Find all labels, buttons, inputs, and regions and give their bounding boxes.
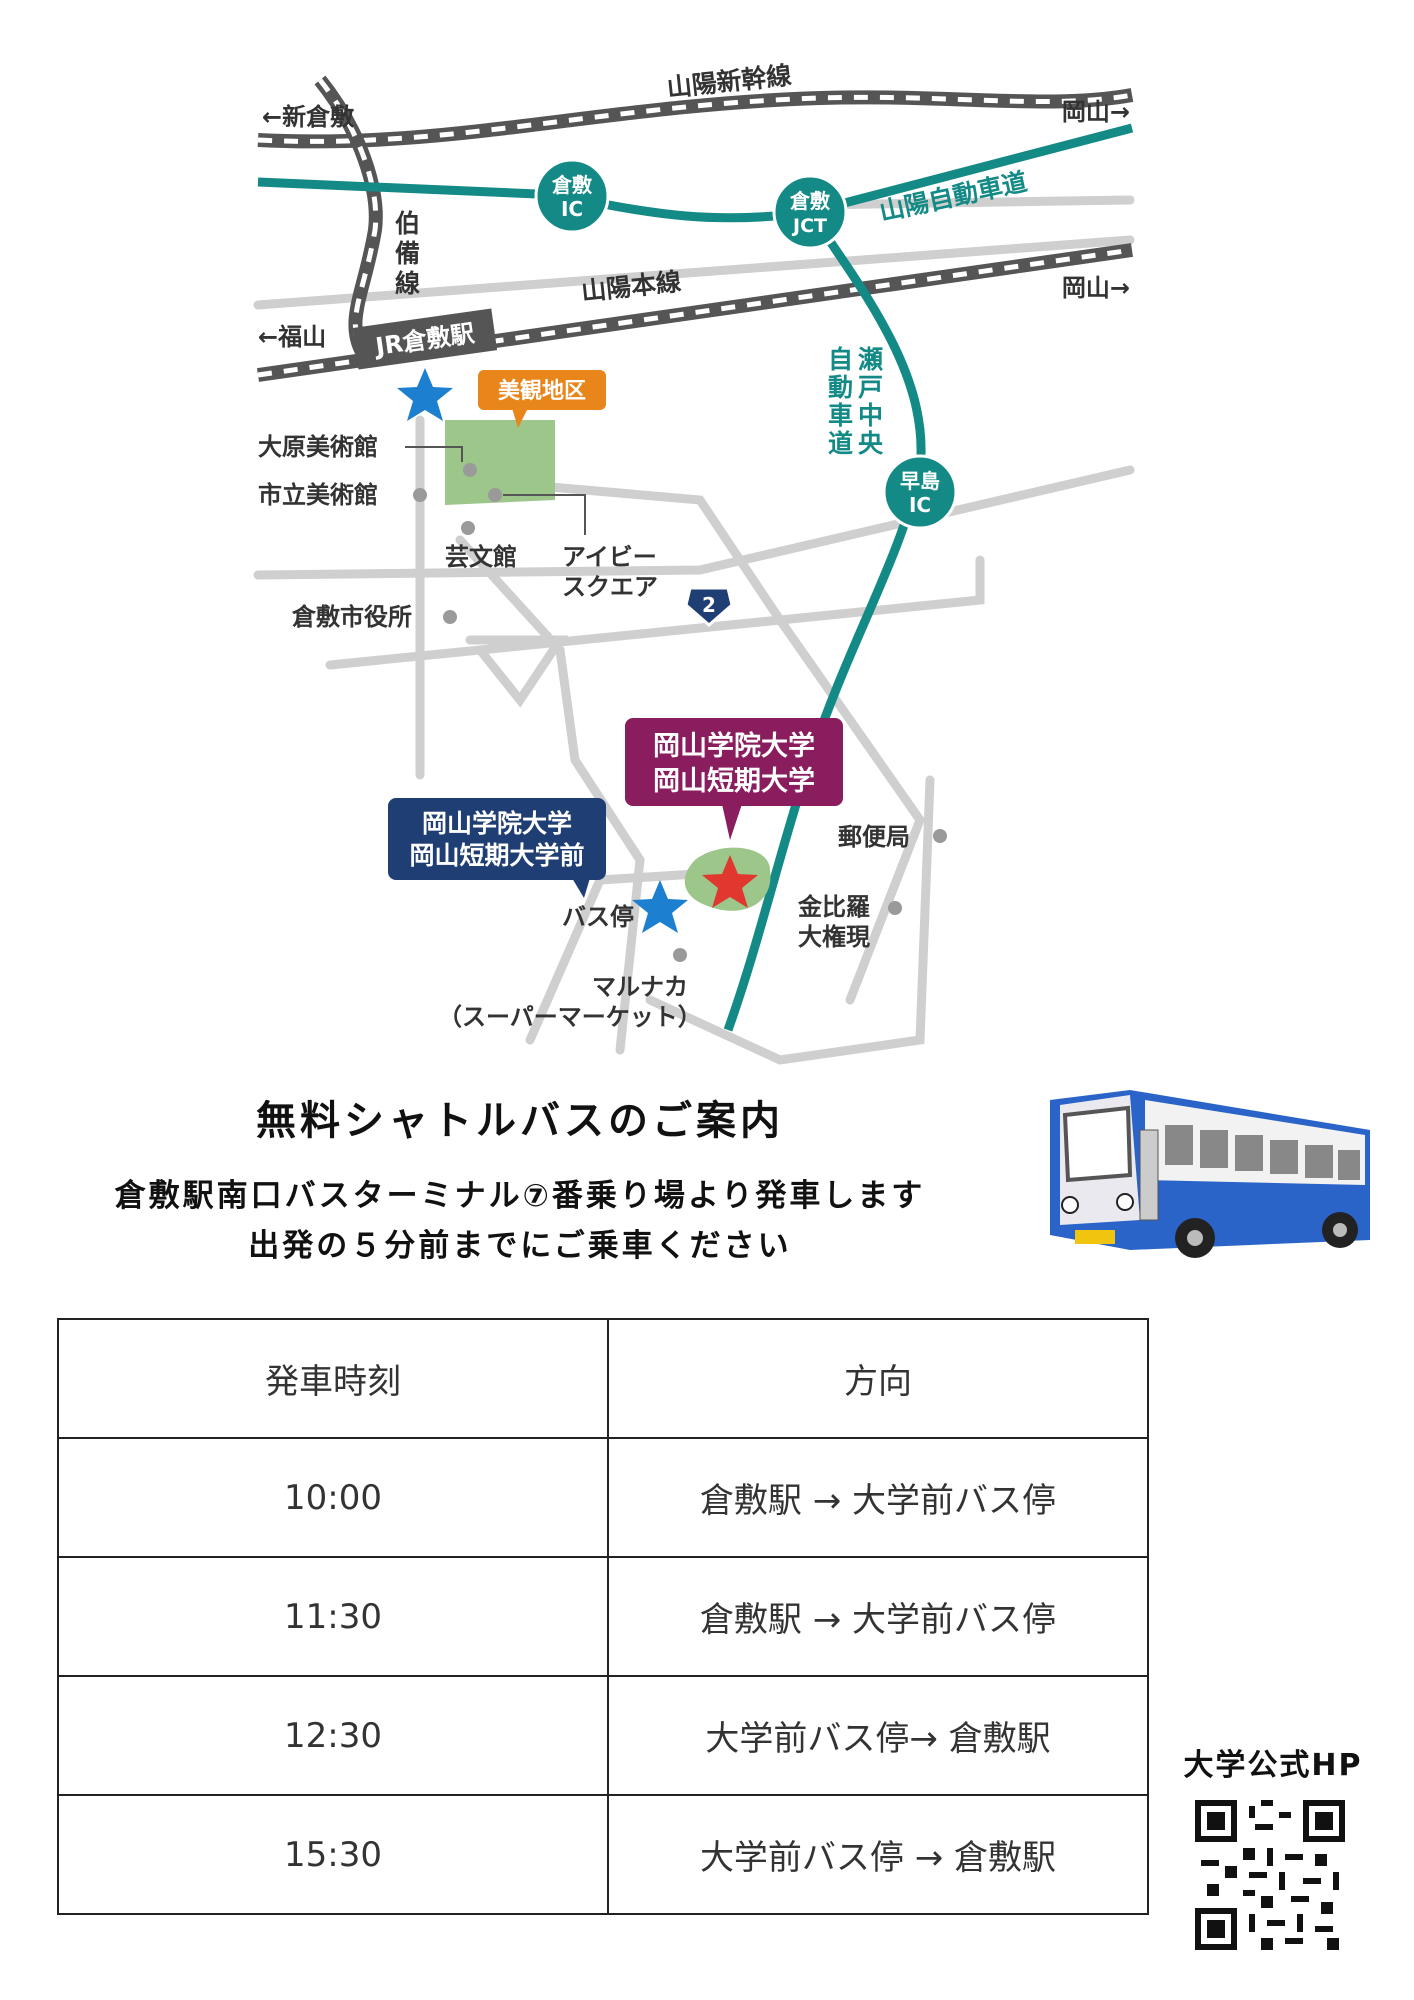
jr-kurashiki-station: JR倉敷駅 (352, 308, 498, 370)
svg-text:岡山短期大学前: 岡山短期大学前 (409, 841, 584, 870)
direction-fukuyama: ←福山 (258, 323, 326, 351)
place-marunaka-2: （スーパーマーケット） (438, 1003, 702, 1031)
svg-text:早島: 早島 (900, 469, 940, 493)
direction-okayama-top: 岡山→ (1062, 98, 1130, 126)
place-shiritsu: 市立美術館 (258, 481, 378, 509)
access-map: 2 JR倉敷駅 倉敷 IC 倉敷 JCT 早島 IC 山陽新幹線 山陽本線 伯 … (253, 61, 1135, 1065)
departure-time: 12:30 (57, 1675, 609, 1796)
place-ivy-1: アイビー (562, 543, 657, 571)
hp-label: 大学公式HP (1183, 1748, 1363, 1783)
bus-illustration (1050, 1090, 1370, 1258)
svg-text:岡山学院大学: 岡山学院大学 (653, 730, 815, 762)
direction-shinkurashiki: ←新倉敷 (262, 103, 355, 131)
svg-text:岡山短期大学: 岡山短期大学 (653, 765, 815, 797)
place-post: 郵便局 (838, 823, 910, 851)
header-direction: 方向 (607, 1318, 1149, 1439)
departure-time: 15:30 (57, 1794, 609, 1915)
departure-time: 10:00 (57, 1437, 609, 1558)
kurashiki-ic-marker: 倉敷 IC (534, 158, 610, 234)
university-callout: 岡山学院大学 岡山短期大学 (625, 718, 843, 840)
svg-text:伯: 伯 (395, 209, 420, 238)
place-ivy-2: スクエア (562, 573, 658, 601)
table-row: 15:30 大学前バス停 → 倉敷駅 (57, 1794, 1149, 1915)
bikan-area-callout: 美観地区 (478, 370, 606, 428)
svg-text:瀬: 瀬 (858, 345, 883, 374)
bus-stop-callout: 岡山学院大学 岡山短期大学前 (388, 798, 606, 898)
table-row: 11:30 倉敷駅 → 大学前バス停 (57, 1556, 1149, 1677)
hayashima-ic-marker: 早島 IC (882, 454, 958, 530)
hakubi-line-label: 伯 備 線 (395, 209, 420, 298)
svg-text:倉敷: 倉敷 (789, 189, 831, 213)
header-departure: 発車時刻 (57, 1318, 609, 1439)
place-geibun: 芸文館 (445, 543, 517, 571)
kurashiki-jct-marker: 倉敷 JCT (772, 174, 848, 250)
table-row: 10:00 倉敷駅 → 大学前バス停 (57, 1437, 1149, 1558)
place-marunaka-1: マルナカ (592, 973, 688, 1001)
place-ohara: 大原美術館 (258, 433, 378, 461)
table-row: 12:30 大学前バス停→ 倉敷駅 (57, 1675, 1149, 1796)
svg-text:自: 自 (828, 345, 853, 374)
svg-text:動: 動 (828, 373, 853, 402)
svg-text:車: 車 (828, 401, 853, 430)
departure-time: 11:30 (57, 1556, 609, 1677)
svg-text:倉敷: 倉敷 (551, 173, 593, 197)
place-city-hall: 倉敷市役所 (291, 603, 412, 631)
svg-text:戸: 戸 (858, 373, 883, 402)
svg-text:岡山学院大学: 岡山学院大学 (422, 809, 572, 838)
svg-text:JCT: JCT (791, 215, 827, 237)
place-bus-stop: バス停 (562, 903, 634, 931)
notice-line2: 出発の５分前までにご乗車ください (248, 1228, 792, 1264)
notice-title: 無料シャトルバスのご案内 (256, 1098, 784, 1144)
bus-stop-star-icon (632, 880, 688, 933)
university-star-icon (702, 855, 758, 908)
place-konpira-2: 大権現 (798, 923, 870, 951)
table-header-row: 発車時刻 方向 (57, 1318, 1149, 1439)
direction: 大学前バス停→ 倉敷駅 (607, 1675, 1149, 1796)
direction: 倉敷駅 → 大学前バス停 (607, 1437, 1149, 1558)
notice-line1: 倉敷駅南口バスターミナル⑦番乗り場より発車します (114, 1178, 926, 1214)
svg-text:央: 央 (858, 429, 884, 458)
svg-text:IC: IC (909, 493, 931, 517)
station-star-icon (397, 368, 453, 421)
svg-text:道: 道 (828, 429, 853, 458)
svg-text:中: 中 (858, 401, 883, 430)
svg-text:備: 備 (395, 239, 420, 268)
route-2-shield: 2 (684, 586, 734, 627)
shuttle-timetable: 発車時刻 方向 10:00 倉敷駅 → 大学前バス停 11:30 倉敷駅 → 大… (57, 1318, 1149, 1915)
direction-okayama-mid: 岡山→ (1062, 274, 1130, 302)
seto-chuo-label: 瀬 戸 中 央 自 動 車 道 (828, 345, 884, 458)
qr-code-icon[interactable] (1195, 1800, 1345, 1950)
direction: 倉敷駅 → 大学前バス停 (607, 1556, 1149, 1677)
svg-text:IC: IC (561, 197, 583, 221)
svg-text:美観地区: 美観地区 (498, 378, 586, 404)
direction: 大学前バス停 → 倉敷駅 (607, 1794, 1149, 1915)
svg-text:線: 線 (395, 269, 420, 298)
svg-text:2: 2 (702, 593, 716, 617)
place-konpira-1: 金比羅 (797, 893, 870, 921)
sanyo-line-label: 山陽本線 (580, 267, 682, 306)
